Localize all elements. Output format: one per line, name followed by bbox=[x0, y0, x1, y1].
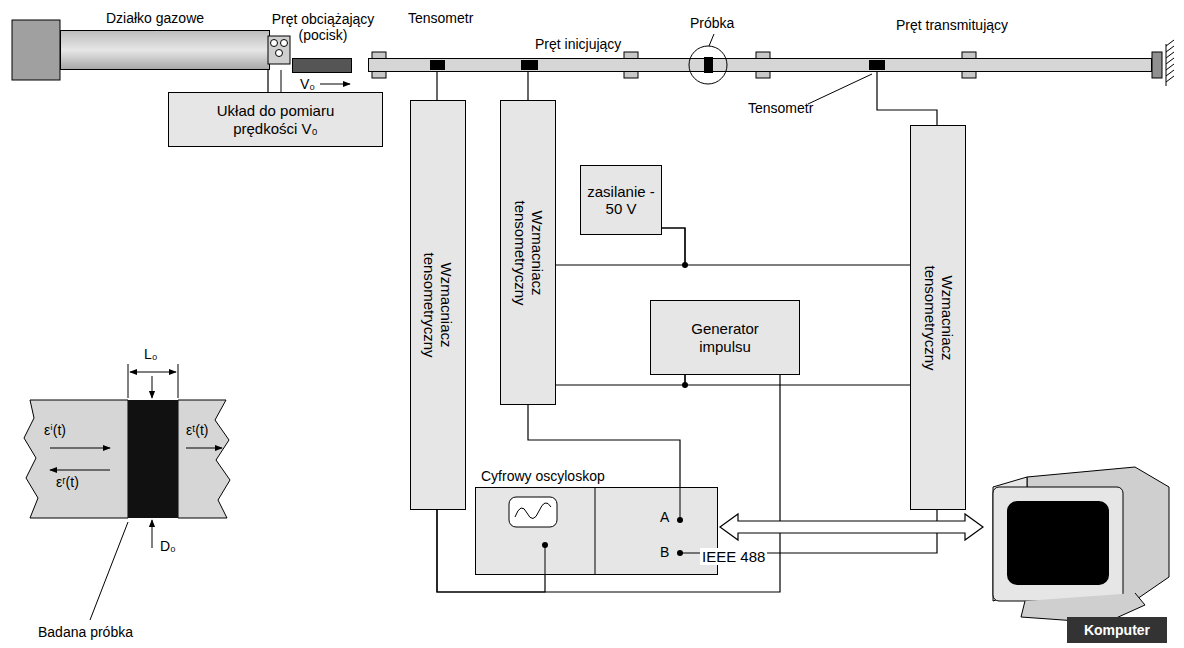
strain-symbol: εⁱ(t) bbox=[44, 422, 66, 438]
wall-hatch bbox=[1166, 40, 1174, 82]
transmitter-bar: Pręt transmitujący bbox=[712, 58, 1152, 72]
wire bbox=[281, 70, 282, 92]
wire bbox=[267, 70, 268, 92]
specimen bbox=[128, 400, 178, 518]
node-label: Układ do pomiaru prędkości V₀ bbox=[201, 102, 351, 137]
gun-fittings bbox=[268, 36, 290, 64]
bus-arrow bbox=[720, 514, 983, 540]
strain-amplifier: Wzmacniacz tensometryczny bbox=[410, 100, 466, 510]
node-label: Pręt inicjujący bbox=[535, 36, 621, 52]
strain-gauges bbox=[430, 60, 885, 70]
specimen bbox=[704, 57, 713, 73]
node-label: Wzmacniacz tensometryczny bbox=[421, 243, 456, 368]
wire bbox=[527, 72, 528, 100]
node-label: zasilanie - 50 V bbox=[587, 183, 655, 218]
wire bbox=[436, 72, 437, 100]
wire bbox=[556, 375, 685, 385]
leader-line bbox=[808, 74, 872, 104]
strain-amplifier: Wzmacniacz tensometryczny bbox=[910, 125, 966, 510]
specimen-label: Badana próbka bbox=[38, 624, 133, 640]
oscilloscope-panel bbox=[475, 487, 718, 575]
leader-line bbox=[709, 34, 714, 46]
node-label: Generator impulsu bbox=[680, 320, 770, 355]
node-label: Cyfrowy oscyloskop bbox=[481, 468, 605, 484]
computer: Komputer bbox=[985, 465, 1175, 645]
channel-label: A bbox=[660, 509, 669, 525]
wire bbox=[877, 72, 937, 125]
striker-bar: Pręt obciążający (pocisk) bbox=[292, 58, 352, 73]
channel-label: B bbox=[660, 544, 669, 560]
wire bbox=[437, 375, 780, 592]
wire bbox=[685, 375, 910, 385]
power-supply: zasilanie - 50 V bbox=[580, 165, 662, 235]
dimension-label: D₀ bbox=[160, 538, 176, 554]
wire bbox=[662, 228, 910, 265]
incident-bar: Pręt inicjujący bbox=[368, 58, 705, 72]
node-label: Wzmacniacz tensometryczny bbox=[511, 190, 546, 315]
incident-bar-detail bbox=[24, 400, 128, 518]
junction-dots bbox=[682, 262, 688, 388]
gauge-label: Tensometr bbox=[748, 100, 813, 116]
velocity-arrow bbox=[320, 84, 350, 85]
dimension-label: L₀ bbox=[144, 346, 158, 362]
dimension-lines bbox=[50, 364, 222, 620]
end-stop bbox=[1152, 52, 1162, 78]
strain-amplifier: Wzmacniacz tensometryczny bbox=[500, 100, 556, 405]
node-label: Działko gazowe bbox=[106, 10, 204, 26]
gauge-label: Tensometr bbox=[408, 10, 473, 26]
transmitter-bar-detail bbox=[178, 400, 230, 518]
node-label: Pręt obciążający (pocisk) bbox=[253, 11, 393, 43]
velocity-unit: Układ do pomiaru prędkości V₀ bbox=[168, 92, 383, 147]
gas-gun: Działko gazowe bbox=[60, 30, 270, 70]
strain-symbol: εᵗ(t) bbox=[186, 422, 209, 438]
pulse-generator: Generator impulsu bbox=[650, 300, 800, 375]
node-label: Pręt transmitujący bbox=[896, 17, 1008, 33]
strain-symbol: εʳ(t) bbox=[56, 474, 79, 490]
wall bbox=[1166, 44, 1167, 86]
node-label: Komputer bbox=[1067, 617, 1167, 643]
bus-label: IEEE 488 bbox=[700, 548, 767, 565]
specimen-circle bbox=[689, 46, 727, 84]
velocity-symbol: V₀ bbox=[300, 76, 315, 92]
node-label: Wzmacniacz tensometryczny bbox=[921, 255, 956, 380]
specimen-label: Próbka bbox=[690, 15, 734, 31]
oscilloscope: Cyfrowy oscyloskop bbox=[475, 487, 718, 575]
gun-breech bbox=[12, 20, 60, 80]
